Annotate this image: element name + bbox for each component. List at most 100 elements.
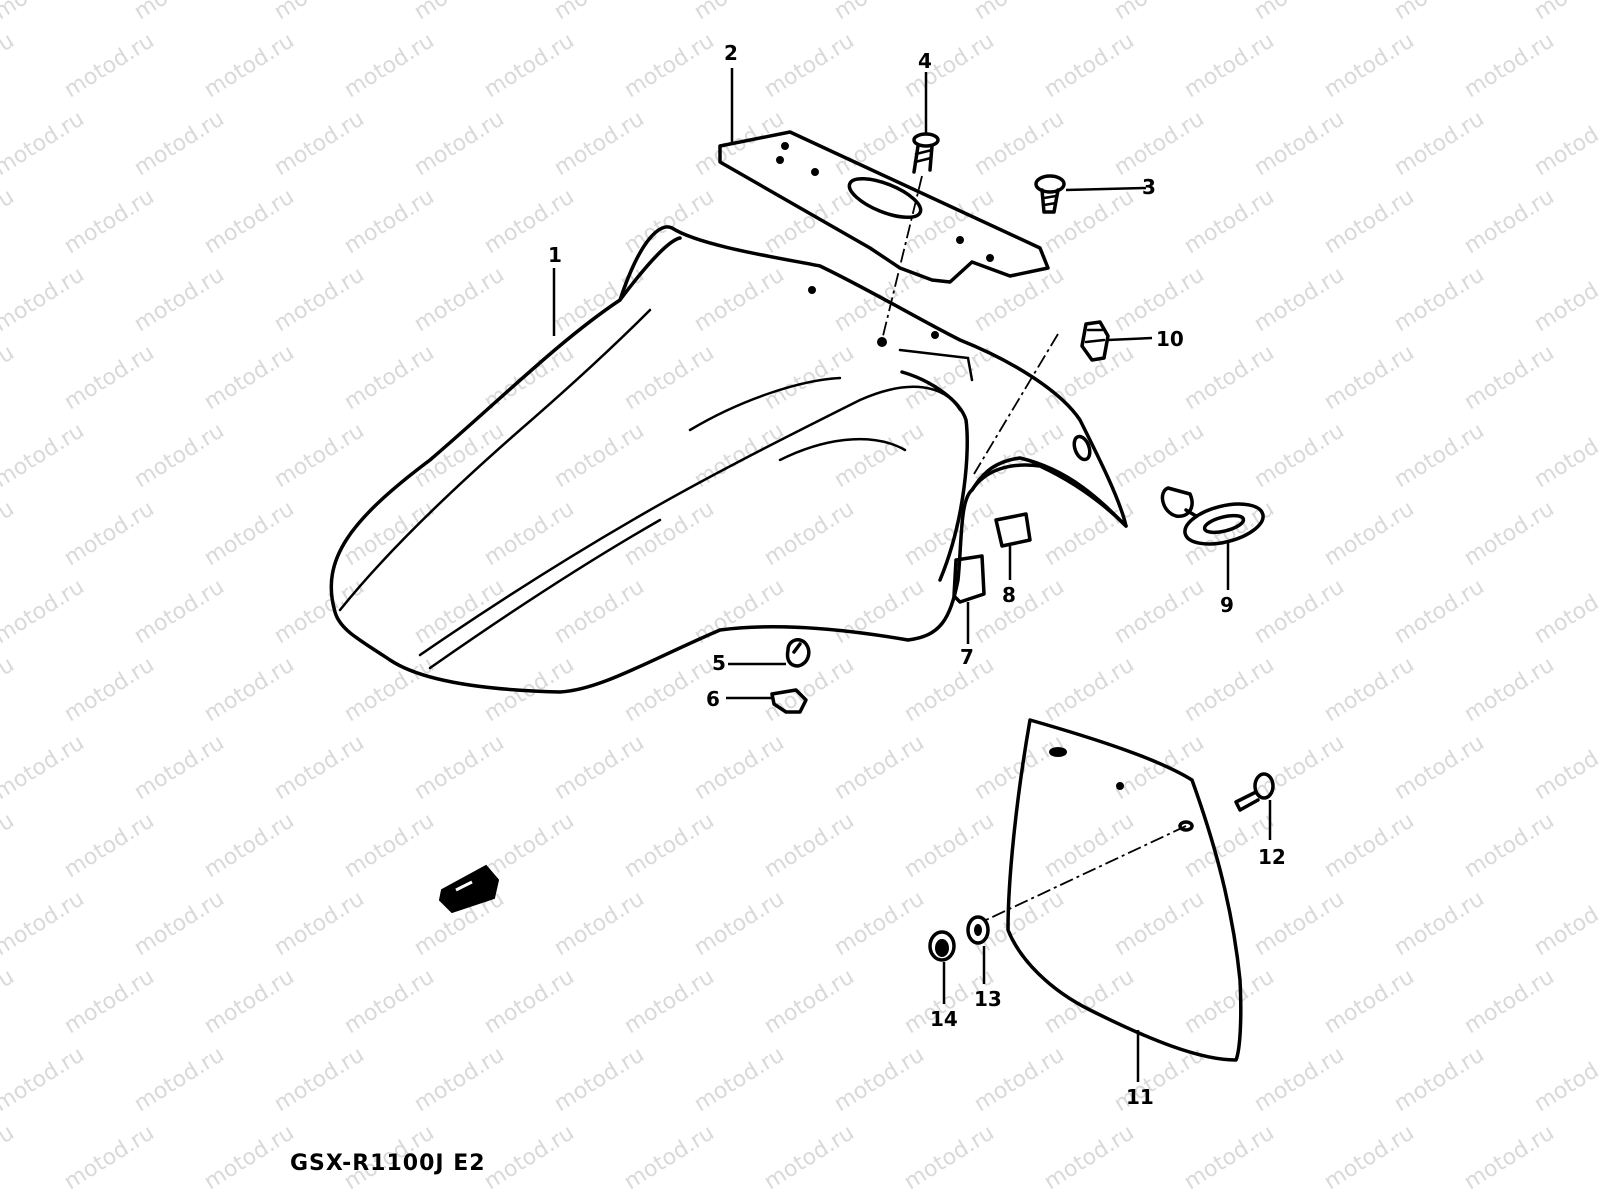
watermark-text: motod.ru [0, 1042, 89, 1117]
watermark-text: motod.ru [200, 808, 299, 883]
nut-icon [928, 930, 956, 962]
watermark-text: motod.ru [1460, 340, 1559, 415]
watermark-text: motod.ru [1110, 418, 1209, 493]
watermark-text: motod.ru [1250, 886, 1349, 961]
washer-icon [966, 915, 990, 945]
watermark-text: motod.ru [60, 496, 159, 571]
watermark-text: motod.ru [1530, 106, 1600, 181]
watermark-text: motod.ru [130, 886, 229, 961]
watermark-text: motod.ru [760, 808, 859, 883]
watermark-text: motod.ru [1180, 184, 1279, 259]
watermark-text: motod.ru [0, 0, 89, 25]
watermark-text: motod.ru [1250, 106, 1349, 181]
watermark-text: motod.ru [760, 28, 859, 103]
model-label: GSX-R1100J E2 [290, 1151, 486, 1176]
watermark-text: motod.ru [1040, 340, 1139, 415]
watermark-text: motod.ru [1460, 496, 1559, 571]
watermark-text: motod.ru [0, 418, 89, 493]
watermark-text: motod.ru [270, 0, 369, 25]
watermark-text: motod.ru [620, 964, 719, 1039]
watermark-text: motod.ru [1110, 730, 1209, 805]
watermark-text: motod.ru [340, 28, 439, 103]
watermark-text: motod.ru [550, 418, 649, 493]
watermark-text: motod.ru [480, 184, 579, 259]
bolt-icon [912, 132, 940, 174]
watermark-text: motod.ru [1320, 652, 1419, 727]
watermark-text: motod.ru [1530, 0, 1600, 25]
watermark-text: motod.ru [550, 1042, 649, 1117]
watermark-text: motod.ru [690, 886, 789, 961]
watermark-text: motod.ru [1320, 340, 1419, 415]
watermark-text: motod.ru [1460, 1120, 1559, 1195]
callout-2: 2 [724, 41, 738, 65]
watermark-text: motod.ru [200, 1120, 299, 1195]
callout-13: 13 [974, 987, 1002, 1011]
watermark-text: motod.ru [340, 184, 439, 259]
assembly-line [973, 333, 1059, 475]
watermark-text: motod.ru [1180, 496, 1279, 571]
watermark-text: motod.ru [0, 808, 19, 883]
watermark-text: motod.ru [130, 418, 229, 493]
reflector-icon [952, 554, 986, 604]
watermark-text: motod.ru [1390, 1042, 1489, 1117]
watermark-text: motod.ru [340, 496, 439, 571]
watermark-text: motod.ru [550, 574, 649, 649]
watermark-text: motod.ru [200, 184, 299, 259]
watermark-text: motod.ru [760, 496, 859, 571]
watermark-text: motod.ru [200, 496, 299, 571]
callout-5: 5 [712, 651, 726, 675]
watermark-text: motod.ru [270, 262, 369, 337]
callout-1: 1 [548, 243, 562, 267]
watermark-text: motod.ru [830, 418, 929, 493]
grommet-icon [1160, 486, 1265, 546]
callout-12: 12 [1258, 845, 1286, 869]
watermark-text: motod.ru [760, 340, 859, 415]
clip-icon [438, 864, 500, 914]
clamp-icon [1080, 320, 1110, 362]
watermark-text: motod.ru [0, 1120, 19, 1195]
watermark-text: motod.ru [1040, 28, 1139, 103]
watermark-text: motod.ru [410, 730, 509, 805]
watermark-text: motod.ru [690, 1042, 789, 1117]
callout-11: 11 [1126, 1085, 1154, 1109]
watermark-text: motod.ru [270, 886, 369, 961]
watermark-text: motod.ru [900, 1120, 999, 1195]
watermark-text: motod.ru [480, 964, 579, 1039]
watermark-text: motod.ru [1460, 184, 1559, 259]
watermark-text: motod.ru [970, 106, 1069, 181]
watermark-text: motod.ru [410, 418, 509, 493]
watermark-text: motod.ru [1110, 886, 1209, 961]
watermark-text: motod.ru [1460, 28, 1559, 103]
watermark-text: motod.ru [1180, 964, 1279, 1039]
watermark-text: motod.ru [1250, 262, 1349, 337]
watermark-text: motod.ru [1320, 496, 1419, 571]
watermark-text: motod.ru [480, 28, 579, 103]
watermark-text: motod.ru [1530, 262, 1600, 337]
watermark-text: motod.ru [340, 340, 439, 415]
watermark-text: motod.ru [970, 0, 1069, 25]
watermark-text: motod.ru [1320, 808, 1419, 883]
watermark-text: motod.ru [130, 1042, 229, 1117]
watermark-text: motod.ru [760, 1120, 859, 1195]
watermark-text: motod.ru [0, 106, 89, 181]
callout-6: 6 [706, 687, 720, 711]
watermark-text: motod.ru [1390, 574, 1489, 649]
watermark-text: motod.ru [60, 340, 159, 415]
watermark-text: motod.ru [1390, 418, 1489, 493]
watermark-text: motod.ru [410, 574, 509, 649]
watermark-text: motod.ru [1530, 418, 1600, 493]
mud-flap-icon [1006, 718, 1243, 1062]
watermark-text: motod.ru [1390, 262, 1489, 337]
watermark-text: motod.ru [1040, 496, 1139, 571]
watermark-text: motod.ru [830, 730, 929, 805]
watermark-text: motod.ru [340, 652, 439, 727]
watermark-text: motod.ru [1180, 28, 1279, 103]
watermark-text: motod.ru [60, 28, 159, 103]
watermark-text: motod.ru [0, 340, 19, 415]
watermark-text: motod.ru [130, 730, 229, 805]
fender-brace-icon [718, 130, 1050, 284]
watermark-text: motod.ru [1530, 574, 1600, 649]
watermark-text: motod.ru [60, 964, 159, 1039]
watermark-text: motod.ru [410, 106, 509, 181]
